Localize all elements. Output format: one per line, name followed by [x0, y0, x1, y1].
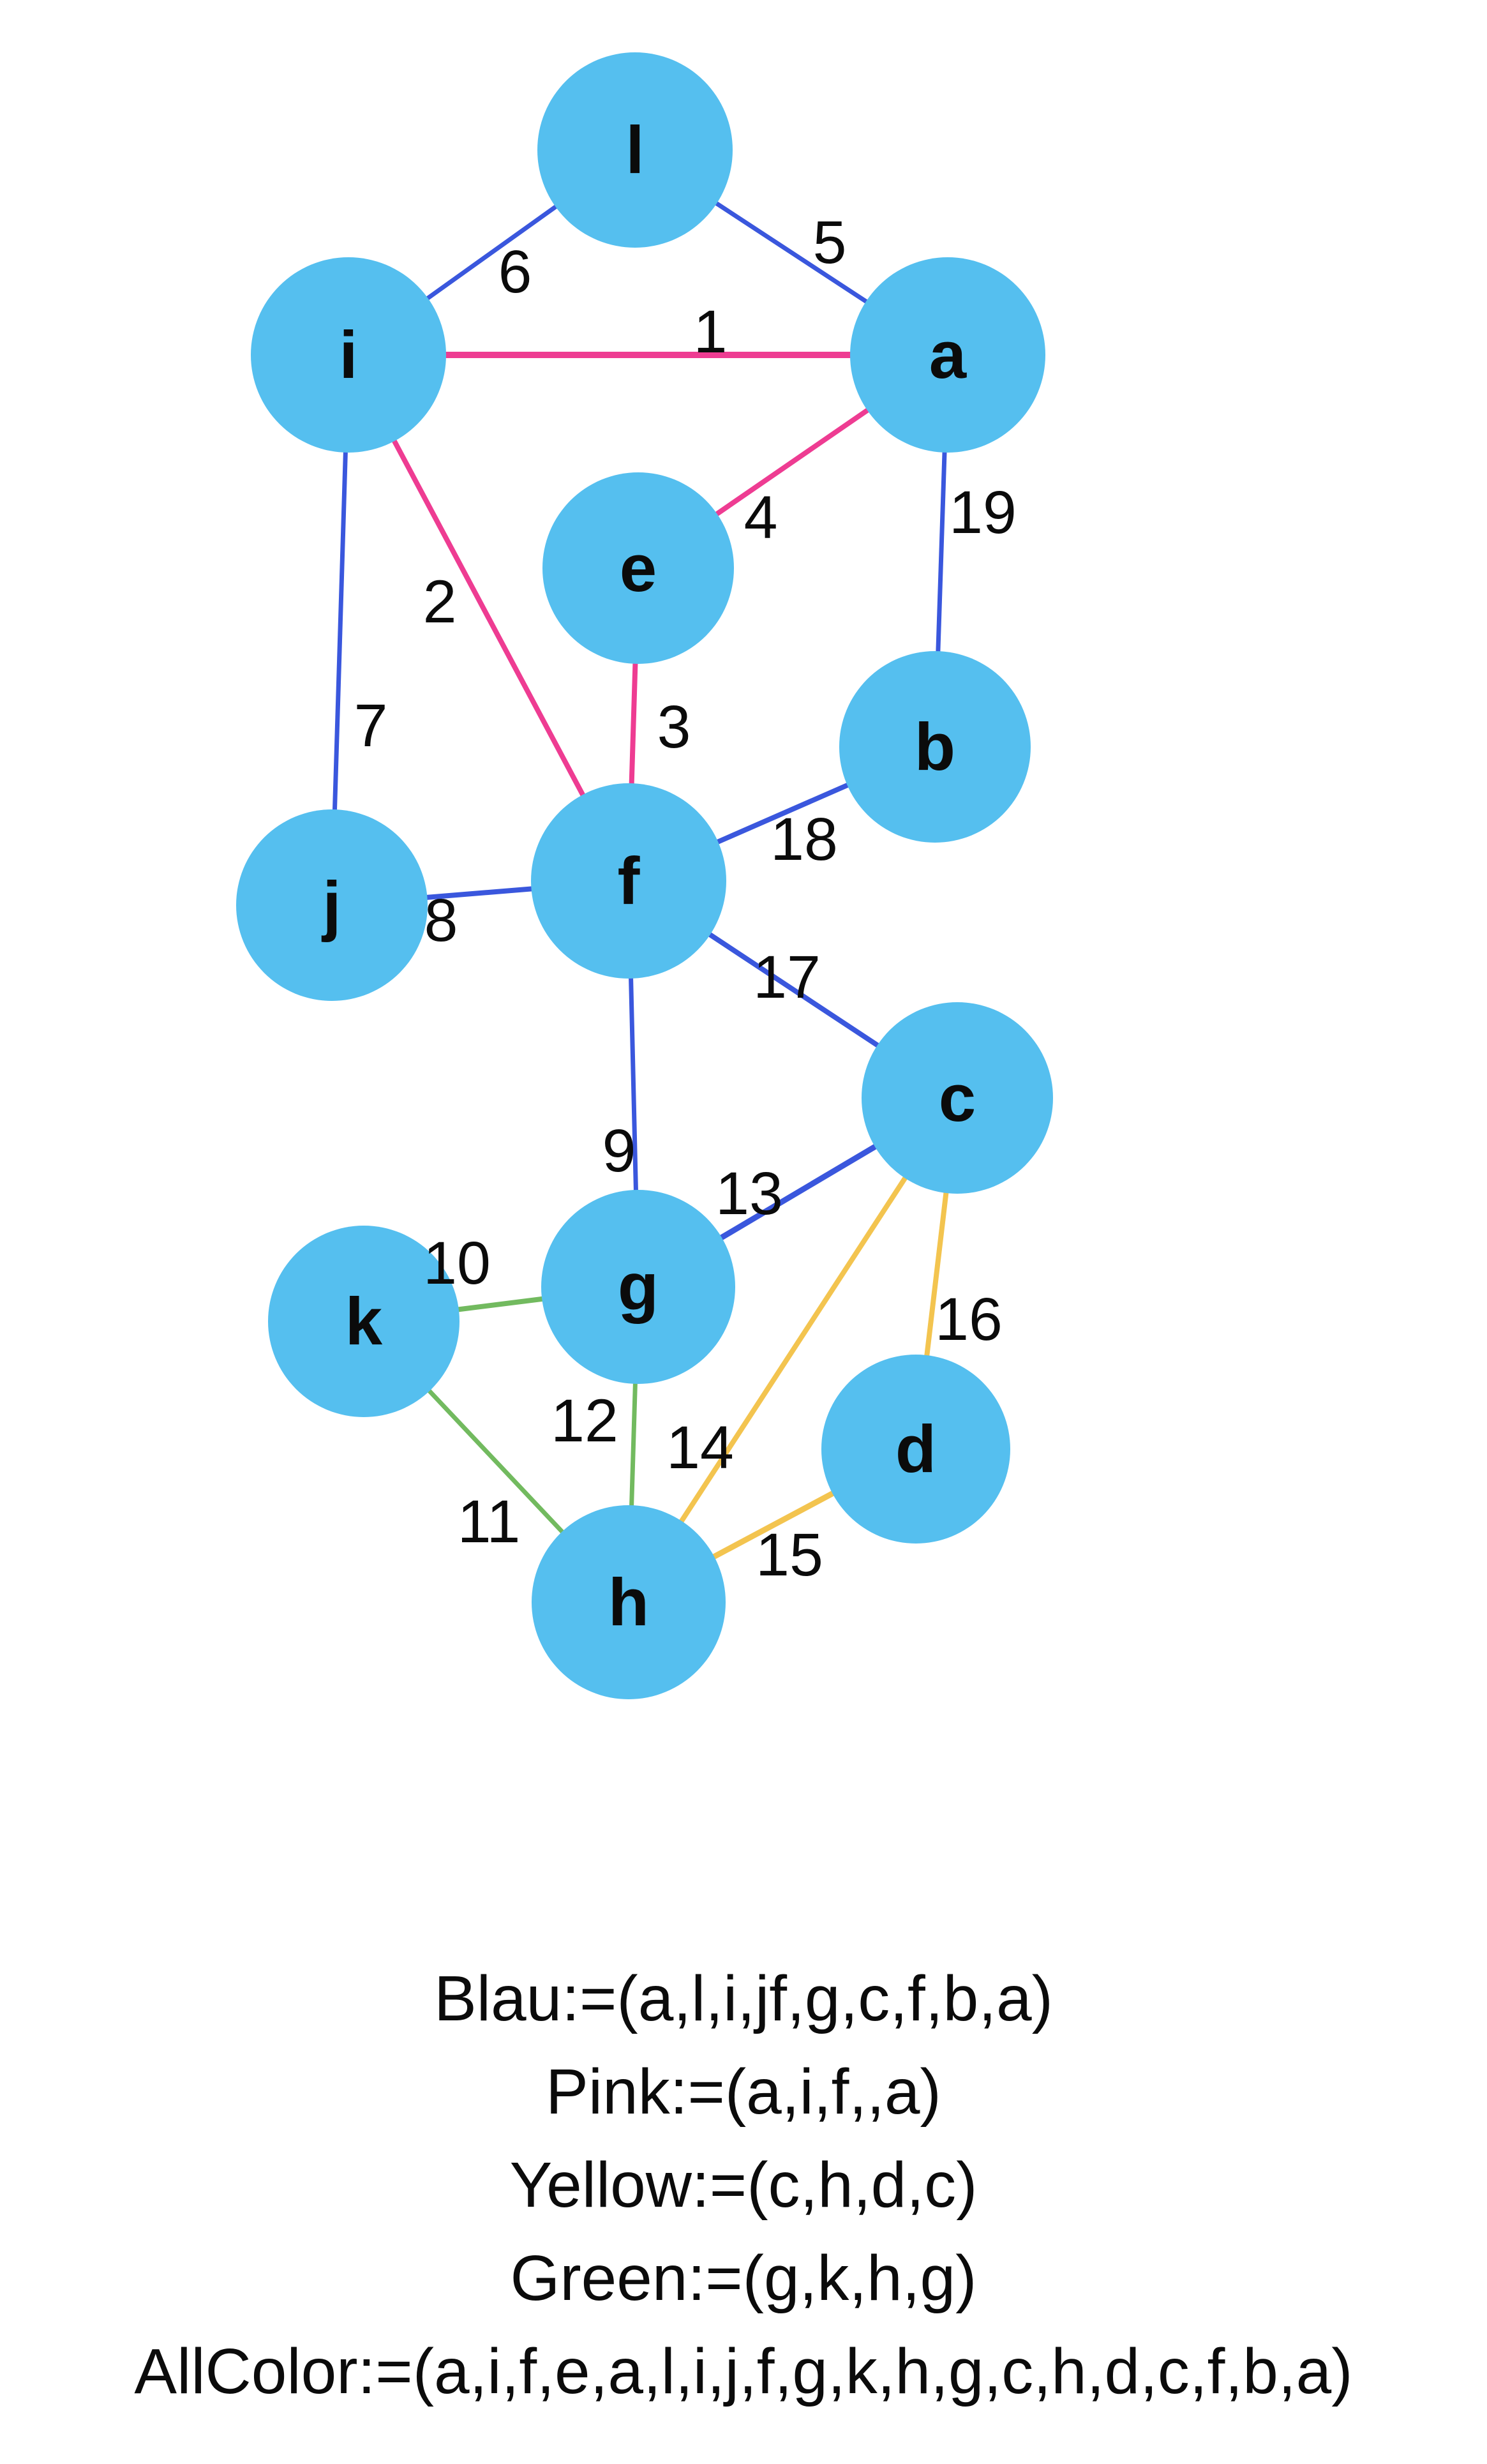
edge-label-7: 7 — [354, 692, 388, 760]
node-label-e: e — [620, 531, 657, 606]
edge-label-19: 19 — [949, 479, 1017, 546]
node-i — [251, 257, 446, 453]
edge-14 — [626, 1096, 960, 1604]
edge-label-12: 12 — [551, 1387, 618, 1455]
edge-label-17: 17 — [753, 943, 821, 1011]
edge-label-4: 4 — [744, 484, 778, 552]
node-label-d: d — [895, 1412, 936, 1487]
legend: Blau:=(a,l,i,jf,g,c,f,b,a) Pink:=(a,i,f,… — [0, 1952, 1487, 2418]
node-j — [236, 809, 428, 1001]
node-l — [537, 52, 733, 248]
node-h — [532, 1505, 726, 1699]
legend-line-allcolor: AllColor:=(a,i,f,e,a,l,i,j,f,g,k,h,g,c,h… — [134, 2336, 1353, 2407]
node-label-j: j — [321, 868, 341, 943]
node-f — [531, 783, 726, 979]
nodes — [236, 52, 1053, 1699]
node-labels: l i a e b f j c g k d h — [321, 113, 976, 1640]
node-a — [850, 257, 1045, 453]
legend-line-blau: Blau:=(a,l,i,jf,g,c,f,b,a) — [434, 1963, 1053, 2034]
edge-label-6: 6 — [498, 238, 532, 306]
node-label-f: f — [618, 844, 641, 919]
edge-labels: 1 2 3 4 5 6 7 8 9 10 11 12 13 14 15 16 1… — [354, 209, 1017, 1589]
edge-2 — [346, 354, 631, 882]
edge-label-5: 5 — [813, 209, 847, 276]
edge-label-13: 13 — [715, 1160, 783, 1228]
edge-label-18: 18 — [770, 806, 838, 873]
node-b — [839, 651, 1031, 843]
legend-line-pink: Pink:=(a,i,f,,a) — [546, 2056, 941, 2128]
edge-label-10: 10 — [423, 1229, 491, 1297]
legend-line-green: Green:=(g,k,h,g) — [510, 2242, 977, 2314]
edge-label-3: 3 — [657, 693, 691, 761]
node-e — [542, 472, 734, 664]
node-label-k: k — [345, 1284, 383, 1359]
node-c — [862, 1002, 1053, 1194]
node-d — [821, 1355, 1010, 1544]
edge-label-2: 2 — [423, 568, 457, 636]
edge-label-11: 11 — [458, 1488, 521, 1556]
node-label-a: a — [929, 318, 968, 393]
node-label-h: h — [608, 1565, 649, 1640]
node-label-i: i — [339, 318, 357, 393]
legend-line-yellow: Yellow:=(c,h,d,c) — [509, 2149, 978, 2221]
node-label-c: c — [939, 1061, 976, 1136]
edge-label-1: 1 — [694, 298, 728, 366]
node-label-b: b — [915, 710, 955, 785]
edge-label-16: 16 — [935, 1286, 1003, 1353]
edge-label-15: 15 — [756, 1521, 823, 1589]
edge-label-9: 9 — [602, 1117, 636, 1185]
edge-label-8: 8 — [424, 887, 458, 954]
node-k — [268, 1226, 460, 1417]
edge-label-14: 14 — [666, 1414, 734, 1482]
node-label-l: l — [625, 113, 644, 188]
node-g — [541, 1190, 735, 1384]
node-label-g: g — [618, 1250, 659, 1325]
